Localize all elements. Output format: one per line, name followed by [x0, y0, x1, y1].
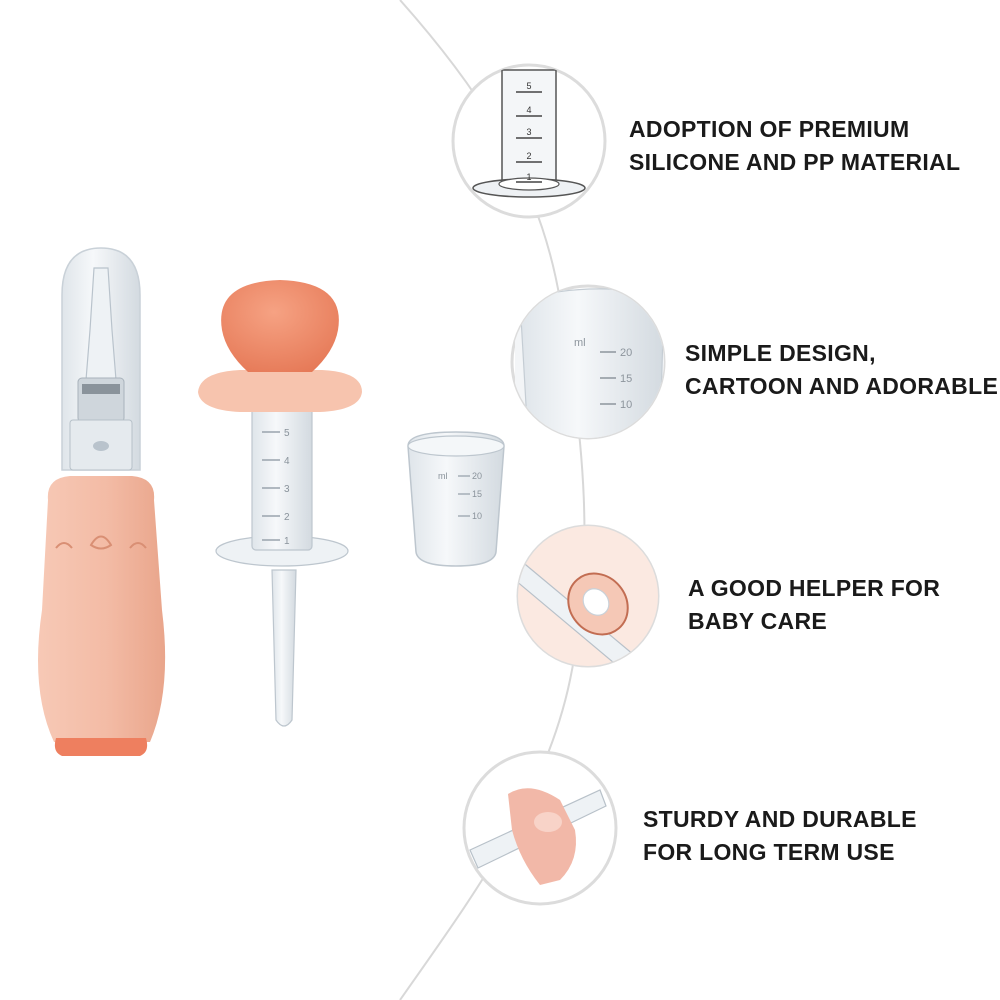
cup-scale-label: 15: [472, 489, 482, 499]
graduated-cylinder-icon: 5 4 3 2 1: [451, 63, 607, 219]
cylinder-scale-label: 5: [526, 81, 531, 91]
feature-line: CARTOON AND ADORABLE: [685, 373, 999, 399]
dropper-tip-icon: [516, 524, 660, 668]
cup-unit-label: ml: [438, 471, 448, 481]
hand-holding-dropper-icon: [462, 750, 618, 906]
dropper-scale-label: 1: [284, 536, 290, 547]
feature-line: ADOPTION OF PREMIUM: [629, 116, 910, 142]
cylinder-scale-label: 1: [526, 172, 531, 182]
cup-scale-label: 10: [472, 511, 482, 521]
feature-line: FOR LONG TERM USE: [643, 839, 895, 865]
cup-closeup-icon: ml 20 15 10: [510, 284, 666, 440]
measuring-cup-icon: ml 20 15 10: [407, 431, 505, 567]
feature-text-helper: A GOOD HELPER FOR BABY CARE: [688, 572, 940, 638]
feature-line: SIMPLE DESIGN,: [685, 340, 876, 366]
cylinder-scale-label: 3: [526, 127, 531, 137]
cylinder-scale-label: 4: [526, 105, 531, 115]
feature-text-design: SIMPLE DESIGN, CARTOON AND ADORABLE: [685, 337, 998, 403]
closeup-scale-label: 20: [620, 347, 632, 359]
medicine-dropper-icon: 5 4 3 2 1: [198, 280, 362, 727]
nasal-aspirator-icon: [38, 247, 166, 756]
dropper-scale-label: 5: [284, 428, 290, 439]
closeup-unit-label: ml: [574, 337, 586, 349]
feature-text-material: ADOPTION OF PREMIUM SILICONE AND PP MATE…: [629, 113, 960, 179]
feature-line: STURDY AND DURABLE: [643, 806, 917, 832]
feature-text-durable: STURDY AND DURABLE FOR LONG TERM USE: [643, 803, 917, 869]
feature-line: BABY CARE: [688, 608, 828, 634]
cup-scale-label: 20: [472, 471, 482, 481]
closeup-scale-label: 15: [620, 373, 632, 385]
dropper-scale-label: 3: [284, 484, 290, 495]
closeup-scale-label: 10: [620, 399, 632, 411]
dropper-scale-label: 4: [284, 456, 290, 467]
cylinder-scale-label: 2: [526, 151, 531, 161]
feature-line: SILICONE AND PP MATERIAL: [629, 149, 961, 175]
feature-line: A GOOD HELPER FOR: [688, 575, 941, 601]
dropper-scale-label: 2: [284, 512, 290, 523]
